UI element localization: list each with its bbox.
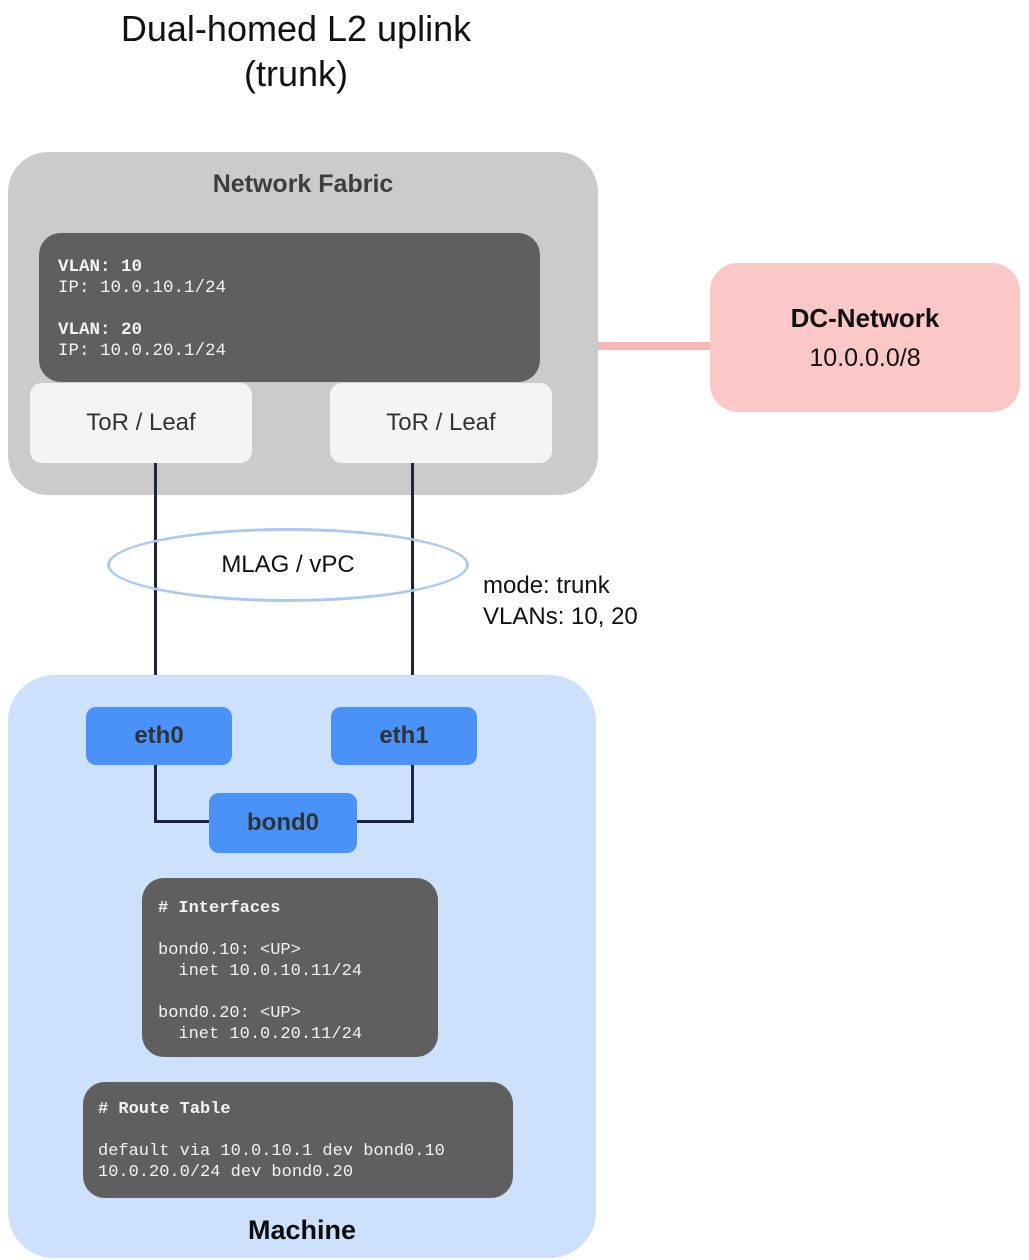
eth0-node: eth0 xyxy=(86,707,232,765)
trunk-annotation: mode: trunk VLANs: 10, 20 xyxy=(483,570,638,632)
bond0-node: bond0 xyxy=(209,793,357,853)
interface-entry-name: bond0.10: <UP> xyxy=(158,941,301,960)
diagram-title-line1: Dual-homed L2 uplink xyxy=(120,8,472,49)
trunk-annotation-vlans: VLANs: 10, 20 xyxy=(483,603,638,630)
spacer xyxy=(58,299,540,320)
eth1-bond-wire-horizontal xyxy=(356,820,414,823)
tor-leaf-right-label: ToR / Leaf xyxy=(386,409,496,436)
diagram-title: Dual-homed L2 uplink (trunk) xyxy=(0,6,592,96)
interface-entry-inet: inet 10.0.20.11/24 xyxy=(158,1025,363,1044)
eth1-bond-wire-vertical xyxy=(411,765,414,823)
tor-leaf-left-label: ToR / Leaf xyxy=(86,409,196,436)
interface-entry-inet: inet 10.0.10.11/24 xyxy=(158,962,363,981)
machine-label: Machine xyxy=(247,1215,357,1245)
vlan1-label: VLAN: 10 xyxy=(58,257,143,277)
eth0-bond-wire-horizontal xyxy=(154,820,212,823)
dc-network-link xyxy=(598,342,710,350)
vlan1-ip: IP: 10.0.10.1/24 xyxy=(58,278,227,298)
dc-network-title: DC-Network xyxy=(790,302,940,333)
route-table-code-box: # Route Table default via 10.0.10.1 dev … xyxy=(83,1082,513,1198)
interfaces-title: # Interfaces xyxy=(158,899,281,918)
diagram-title-line2: (trunk) xyxy=(243,53,348,94)
tor-leaf-left-node: ToR / Leaf xyxy=(30,383,252,463)
tor-leaf-right-node: ToR / Leaf xyxy=(330,383,552,463)
route-entry: 10.0.20.0/24 dev bond0.20 xyxy=(98,1163,354,1182)
vlan-config-box: VLAN: 10 IP: 10.0.10.1/24 VLAN: 20 IP: 1… xyxy=(39,233,540,382)
bond0-label: bond0 xyxy=(247,809,319,836)
mlag-label: MLAG / vPC xyxy=(221,551,355,578)
machine-group: eth0 eth1 bond0 # Interfaces bond0.10: <… xyxy=(8,675,596,1258)
network-fabric-label: Network Fabric xyxy=(212,170,394,198)
route-entry: default via 10.0.10.1 dev bond0.10 xyxy=(98,1142,445,1161)
vlan2-ip: IP: 10.0.20.1/24 xyxy=(58,341,227,361)
spacer xyxy=(158,982,438,1003)
eth0-label: eth0 xyxy=(134,722,184,749)
trunk-annotation-mode: mode: trunk xyxy=(483,572,610,599)
interfaces-code-box: # Interfaces bond0.10: <UP> inet 10.0.10… xyxy=(142,878,438,1057)
route-table-title: # Route Table xyxy=(98,1100,231,1119)
network-fabric-group: Network Fabric VLAN: 10 IP: 10.0.10.1/24… xyxy=(8,152,598,495)
spacer xyxy=(98,1120,513,1141)
eth1-node: eth1 xyxy=(331,707,477,765)
dc-network-subnet: 10.0.0.0/8 xyxy=(809,343,921,372)
spacer xyxy=(158,919,438,940)
eth1-label: eth1 xyxy=(379,722,429,749)
interface-entry-name: bond0.20: <UP> xyxy=(158,1004,301,1023)
vlan2-label: VLAN: 20 xyxy=(58,320,143,340)
mlag-ellipse: MLAG / vPC xyxy=(107,528,469,602)
eth0-bond-wire-vertical xyxy=(154,765,157,823)
dc-network-node: DC-Network 10.0.0.0/8 xyxy=(710,263,1020,412)
